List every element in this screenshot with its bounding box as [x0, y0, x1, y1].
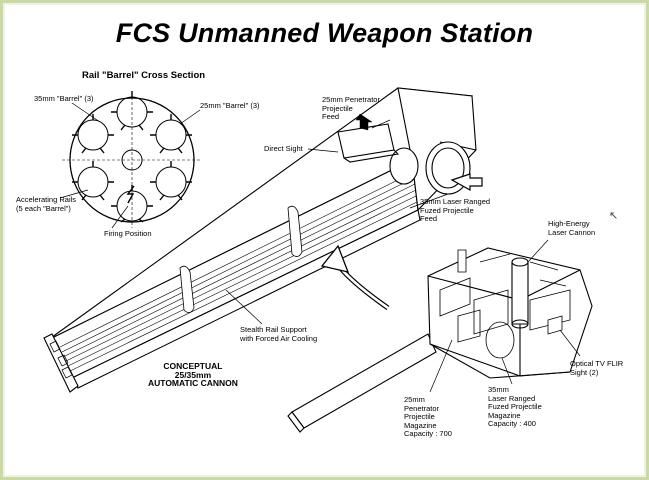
label-penetrator-feed: 25mm Penetrator Projectile Feed: [322, 95, 380, 121]
label-optical-sight: Optical TV FLIR Sight (2): [570, 359, 624, 377]
label-accelerating-rails: Accelerating Rails (5 each "Barrel"): [16, 195, 77, 213]
page-title: FCS Unmanned Weapon Station: [115, 18, 534, 48]
label-laser-feed: 35mm Laser Ranged Fuzed Projectile Feed: [420, 197, 491, 223]
label-conceptual-cannon: CONCEPTUAL 25/35mm AUTOMATIC CANNON: [148, 361, 238, 388]
label-stealth-rail: Stealth Rail Support with Forced Air Coo…: [240, 325, 318, 343]
cross-section-heading: Rail "Barrel" Cross Section: [82, 70, 206, 81]
label-laser-cannon: High-Energy Laser Cannon: [548, 219, 596, 237]
label-direct-sight: Direct Sight: [264, 144, 303, 153]
label-25mm-barrel: 25mm "Barrel" (3): [200, 101, 260, 110]
label-penetrator-magazine: 25mm Penetrator Projectile Magazine Capa…: [404, 395, 452, 438]
assembly-arrow: [320, 244, 390, 311]
label-firing-position: Firing Position: [104, 229, 152, 238]
turret-drawing: [287, 239, 593, 433]
cross-section-drawing: [59, 91, 202, 229]
label-35mm-barrel: 35mm "Barrel" (3): [34, 94, 94, 103]
label-laser-magazine: 35mm Laser Ranged Fuzed Projectile Magaz…: [488, 385, 542, 428]
mouse-cursor-icon: ↖: [609, 209, 619, 222]
